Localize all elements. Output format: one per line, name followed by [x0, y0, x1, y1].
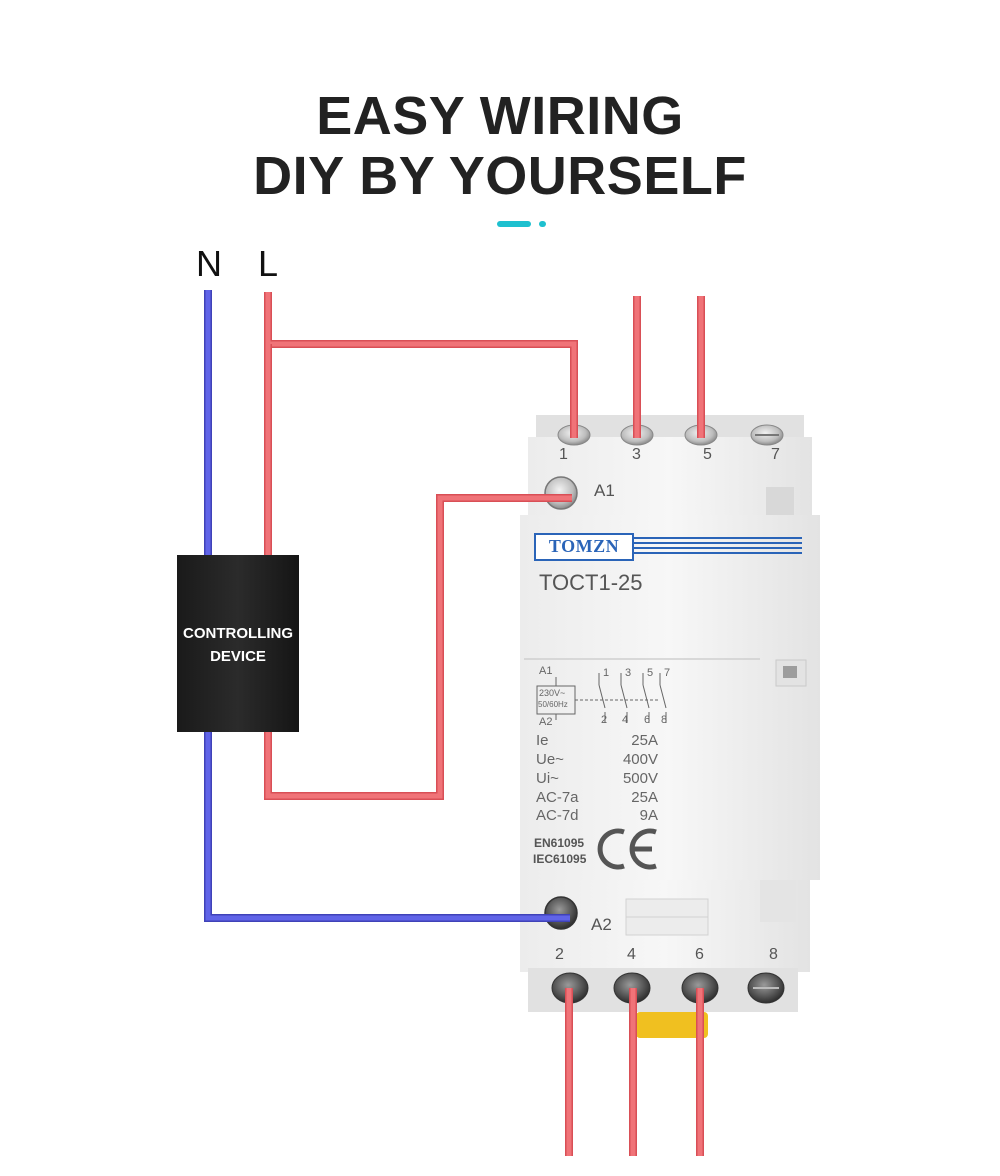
spec-label-ie: Ie: [536, 732, 549, 749]
neutral-label: N: [196, 243, 222, 284]
spec-value-ie: 25A: [631, 732, 658, 749]
spec-value-ac7d: 9A: [639, 807, 658, 824]
coil-a2-label: A2: [591, 915, 612, 934]
brand-logo: TOMZN: [534, 533, 634, 561]
schematic-num-7: 7: [664, 667, 671, 679]
title-line-2: DIY BY YOURSELF: [253, 146, 747, 206]
model-number: TOCT1-25: [539, 570, 643, 595]
accent-dot: [539, 221, 546, 227]
schematic-num-6: 6: [644, 714, 651, 726]
contactor-body: [520, 515, 820, 880]
terminal-label-4: 4: [627, 946, 636, 963]
live-supply-wire: [264, 292, 578, 438]
contact-schematic: [536, 673, 667, 723]
live-label: L: [258, 243, 279, 284]
terminal-label-6: 6: [695, 946, 704, 963]
brand-stripes: [634, 537, 802, 554]
accent-dash: [497, 221, 531, 227]
spec-label-ui: Ui~: [536, 770, 559, 787]
spec-value-ac7a: 25A: [631, 789, 658, 806]
terminal-label-5: 5: [703, 446, 712, 463]
schematic-num-8: 8: [661, 714, 668, 726]
schematic-num-4: 4: [622, 714, 629, 726]
a2-coil-screw: [544, 896, 578, 930]
schematic-num-2: 2: [601, 714, 608, 726]
schematic-num-5: 5: [647, 667, 654, 679]
schematic-num-3: 3: [625, 667, 632, 679]
schematic-num-1: 1: [603, 667, 610, 679]
terminal-label-2: 2: [555, 946, 564, 963]
cert-en61095: EN61095: [534, 836, 585, 850]
coil-a1-label: A1: [594, 481, 615, 500]
terminal-7-screw-top: [750, 424, 784, 446]
spec-value-ui: 500V: [622, 770, 658, 787]
terminal-8-screw: [747, 972, 785, 1004]
title-line-1: EASY WIRING: [316, 86, 684, 146]
controlling-device-line-1: CONTROLLING: [183, 625, 293, 642]
ce-mark-icon: [597, 828, 657, 870]
terminal-label-8: 8: [769, 946, 778, 963]
schematic-voltage: 230V~: [539, 688, 566, 698]
terminal-label-1: 1: [559, 446, 568, 463]
schematic-a2: A2: [539, 716, 553, 728]
spec-value-ue: 400V: [622, 751, 658, 768]
cert-iec61095: IEC61095: [533, 852, 587, 866]
controlling-device-line-2: DEVICE: [210, 648, 266, 665]
spec-label-ac7a: AC-7a: [536, 789, 579, 806]
neutral-wire: [204, 290, 570, 922]
terminal-label-3: 3: [632, 446, 641, 463]
controlling-device: CONTROLLING DEVICE: [177, 555, 299, 732]
schematic-frequency: 50/60Hz: [538, 700, 568, 709]
spec-label-ue: Ue~: [536, 751, 564, 768]
top-latch: [766, 487, 794, 515]
terminal-label-7: 7: [771, 446, 780, 463]
spec-label-ac7d: AC-7d: [536, 807, 579, 824]
a1-coil-screw: [544, 476, 578, 510]
schematic-a1: A1: [539, 665, 553, 677]
